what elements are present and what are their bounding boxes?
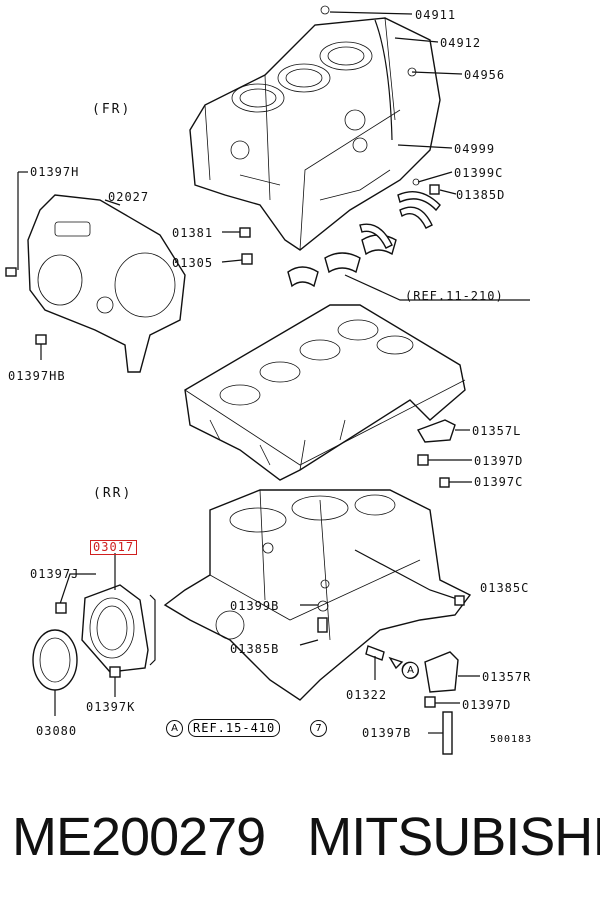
part-label-01397D-top[interactable]: 01397D <box>474 454 524 468</box>
part-number: ME200279 <box>12 807 266 867</box>
part-label-01357L[interactable]: 01357L <box>472 424 522 438</box>
part-label-04912[interactable]: 04912 <box>440 36 482 50</box>
part-label-01381[interactable]: 01381 <box>172 226 214 240</box>
reference-15-410[interactable]: REF.15-410 <box>188 719 281 737</box>
ref-circle-7: 7 <box>310 720 327 737</box>
arrow-marker-a: A <box>402 662 419 679</box>
engine-block-lower <box>163 489 472 701</box>
part-label-04999[interactable]: 04999 <box>454 142 496 156</box>
reference-11-210[interactable]: (REF.11-210) <box>405 289 504 303</box>
oil-seal-ring <box>32 629 78 691</box>
rear-seal-housing <box>81 584 149 673</box>
part-label-01397C[interactable]: 01397C <box>474 475 524 489</box>
bearing-shells <box>287 191 441 288</box>
part-label-01385D[interactable]: 01385D <box>456 188 506 202</box>
part-label-01357R[interactable]: 01357R <box>482 670 532 684</box>
part-label-04956[interactable]: 04956 <box>464 68 506 82</box>
reference-15-410-text: REF.15-410 <box>193 721 276 735</box>
part-label-03017-highlighted[interactable]: 03017 <box>90 540 138 555</box>
part-label-01397B[interactable]: 01397B <box>362 726 412 740</box>
front-section-label: (FR) <box>92 102 132 117</box>
part-label-01397D-bottom[interactable]: 01397D <box>462 698 512 712</box>
ref-circle-a: A <box>166 720 183 737</box>
part-label-01397HB[interactable]: 01397HB <box>8 369 66 383</box>
part-label-02027[interactable]: 02027 <box>108 190 150 204</box>
brand-name: MITSUBISHI <box>307 807 600 867</box>
bedplate <box>184 304 466 481</box>
part-label-01397H[interactable]: 01397H <box>30 165 80 179</box>
front-plate <box>27 194 186 373</box>
dipstick-tube <box>374 19 393 141</box>
part-label-01399C[interactable]: 01399C <box>454 166 504 180</box>
part-label-01397J[interactable]: 01397J <box>30 567 80 581</box>
rear-section-label: (RR) <box>93 486 133 501</box>
engine-block-upper <box>189 17 441 251</box>
diagram-code: 500183 <box>490 734 533 745</box>
part-label-01385C[interactable]: 01385C <box>480 581 530 595</box>
footer-caption: ME200279 MITSUBISHI <box>12 806 600 868</box>
part-label-01397K[interactable]: 01397K <box>86 700 136 714</box>
part-label-04911[interactable]: 04911 <box>415 8 457 22</box>
part-label-01322[interactable]: 01322 <box>346 688 388 702</box>
part-label-03080[interactable]: 03080 <box>36 724 78 738</box>
part-label-01385B[interactable]: 01385B <box>230 642 280 656</box>
part-label-01305[interactable]: 01305 <box>172 256 214 270</box>
part-label-01399B[interactable]: 01399B <box>230 599 280 613</box>
